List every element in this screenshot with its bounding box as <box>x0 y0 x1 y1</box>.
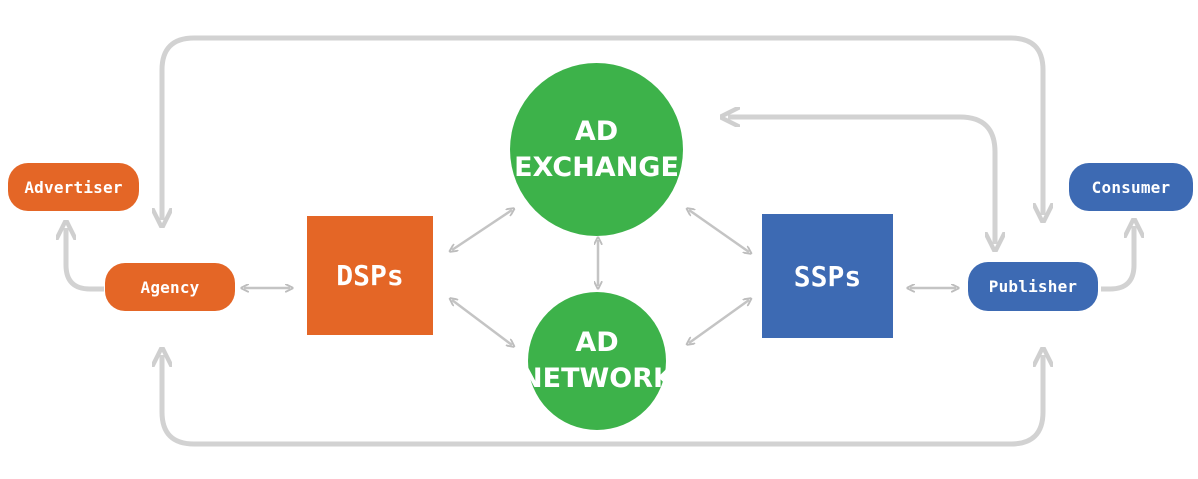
advertiser-node: Advertiser <box>8 163 139 211</box>
consumer-node: Consumer <box>1069 163 1193 211</box>
exchange-ssps-arrow <box>689 210 749 252</box>
dsps-node: DSPs <box>307 216 433 335</box>
bottom-loop-arrow <box>162 355 1043 447</box>
ssps-node: SSPs <box>762 214 893 338</box>
dsps-label: DSPs <box>336 259 404 292</box>
ad-network-label-line2: NETWORK <box>520 363 674 394</box>
ad-network-node: AD NETWORK <box>520 292 674 430</box>
dsps-exchange-arrow <box>452 210 512 250</box>
ad-exchange-label-line2: EXCHANGE <box>514 151 679 183</box>
ad-exchange-node: AD EXCHANGE <box>510 63 683 236</box>
network-ssps-arrow <box>689 300 749 343</box>
consumer-label: Consumer <box>1091 177 1171 197</box>
publisher-node: Publisher <box>968 262 1098 311</box>
agency-advertiser-arrow <box>66 228 104 292</box>
agency-label: Agency <box>140 277 200 297</box>
dsps-network-arrow <box>452 300 512 345</box>
agency-node: Agency <box>105 263 235 311</box>
publisher-label: Publisher <box>988 277 1078 296</box>
ad-network-label-line1: AD <box>575 327 619 358</box>
ad-exchange-label-line1: AD <box>574 115 619 147</box>
top-loop-arrow <box>162 35 1043 220</box>
ssps-label: SSPs <box>793 259 862 293</box>
exchange-publisher-arrow <box>728 117 995 244</box>
publisher-consumer-arrow <box>1101 226 1134 292</box>
advertiser-label: Advertiser <box>24 177 123 197</box>
